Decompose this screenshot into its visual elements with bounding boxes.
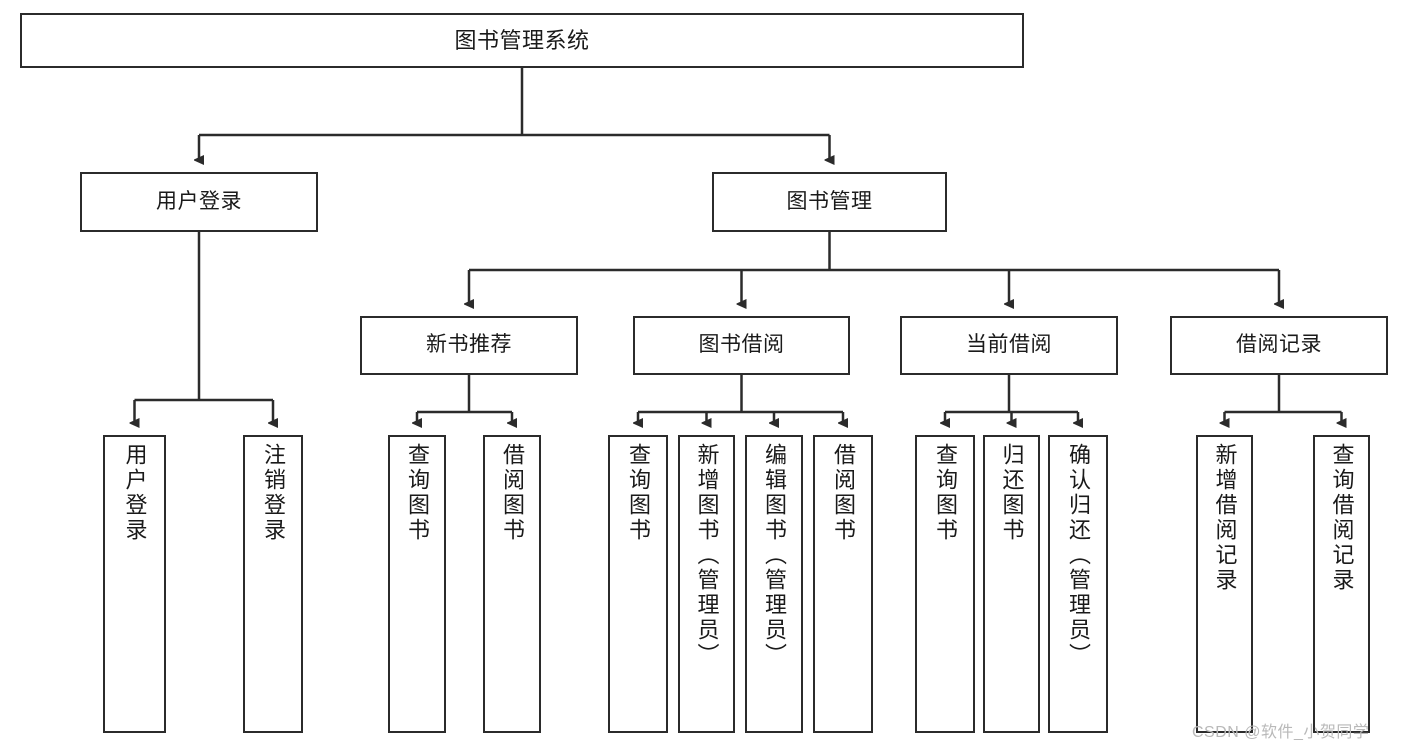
node-label: 借阅记录 (1236, 333, 1322, 357)
node-label: 新增图书（管理员） (694, 443, 720, 668)
watermark: CSDN @软件_小贺同学 (1192, 724, 1370, 741)
node-bo-edit[interactable]: 编辑图书（管理员） (745, 435, 803, 733)
node-bookmgmt[interactable]: 图书管理 (712, 172, 947, 232)
node-label: 归还图书 (999, 443, 1025, 543)
node-label: 查询借阅记录 (1329, 443, 1355, 593)
node-cu-return[interactable]: 归还图书 (983, 435, 1040, 733)
node-label: 查询图书 (933, 443, 958, 543)
node-records[interactable]: 借阅记录 (1170, 316, 1388, 375)
node-current[interactable]: 当前借阅 (900, 316, 1118, 375)
node-label: 借阅图书 (831, 443, 856, 543)
node-label: 当前借阅 (966, 333, 1052, 357)
node-borrow[interactable]: 图书借阅 (633, 316, 850, 375)
node-cu-query[interactable]: 查询图书 (915, 435, 975, 733)
node-label: 新增借阅记录 (1212, 443, 1238, 593)
node-label: 用户登录 (156, 189, 242, 213)
node-re-add[interactable]: 新增借阅记录 (1196, 435, 1253, 733)
node-label: 新书推荐 (426, 333, 512, 357)
node-newbook[interactable]: 新书推荐 (360, 316, 578, 375)
node-bo-query[interactable]: 查询图书 (608, 435, 668, 733)
node-re-query[interactable]: 查询借阅记录 (1313, 435, 1370, 733)
node-label: 用户登录 (122, 443, 148, 543)
node-root[interactable]: 图书管理系统 (20, 13, 1024, 68)
node-userlogin[interactable]: 用户登录 (103, 435, 166, 733)
node-label: 图书管理系统 (454, 27, 590, 53)
node-cu-confirm[interactable]: 确认归还（管理员） (1048, 435, 1108, 733)
node-label: 图书借阅 (698, 333, 785, 357)
node-label: 查询图书 (405, 443, 430, 543)
node-label: 图书管理 (786, 189, 873, 213)
node-login[interactable]: 用户登录 (80, 172, 318, 232)
node-label: 确认归还（管理员） (1066, 443, 1091, 668)
node-label: 查询图书 (626, 443, 651, 543)
node-label: 编辑图书（管理员） (762, 443, 787, 668)
node-label: 借阅图书 (500, 443, 525, 543)
node-logout[interactable]: 注销登录 (243, 435, 303, 733)
node-bo-borrow[interactable]: 借阅图书 (813, 435, 873, 733)
node-nb-query[interactable]: 查询图书 (388, 435, 446, 733)
node-bo-add[interactable]: 新增图书（管理员） (678, 435, 735, 733)
node-label: 注销登录 (261, 443, 286, 543)
node-nb-borrow[interactable]: 借阅图书 (483, 435, 541, 733)
